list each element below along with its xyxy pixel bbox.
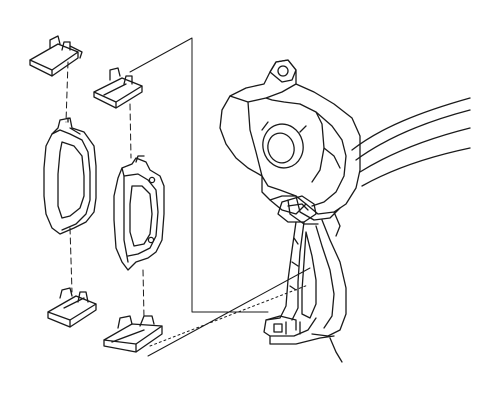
- anti-squeal-clip-upper-outer: [30, 36, 82, 76]
- inner-brake-pad: [114, 156, 164, 270]
- alignment-leader-lines: [66, 38, 310, 356]
- anti-squeal-clip-lower-inner: [104, 316, 162, 352]
- caliper-housing: [220, 60, 360, 236]
- brake-hose: [352, 98, 470, 186]
- caliper-mounting-bracket: [264, 196, 346, 362]
- outer-brake-pad: [44, 118, 96, 234]
- anti-squeal-clip-lower-outer: [48, 288, 96, 327]
- anti-squeal-clip-upper-inner: [94, 68, 142, 108]
